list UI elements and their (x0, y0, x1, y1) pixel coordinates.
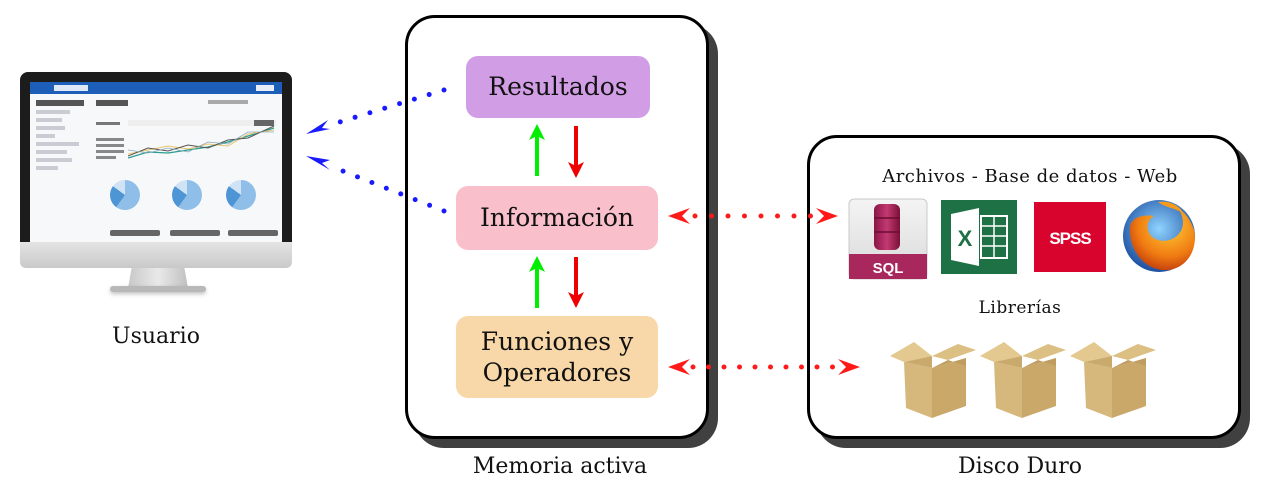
svg-text:SPSS: SPSS (1049, 229, 1091, 248)
dashboard-sidebar (36, 100, 84, 200)
firefox-icon (1123, 200, 1195, 272)
node-funciones-operadores: Funciones y Operadores (456, 316, 658, 398)
node-informacion: Información (456, 186, 658, 250)
disk-label: Disco Duro (957, 454, 1083, 479)
dashboard-pie-chart (172, 180, 202, 210)
memory-label: Memoria activa (472, 454, 648, 479)
node-funciones-label-line1: Funciones y (480, 326, 634, 356)
dashboard-topbar (30, 82, 282, 94)
node-informacion-label: Información (480, 203, 634, 233)
libraries-heading: Librerías (978, 298, 1062, 318)
svg-text:SQL: SQL (873, 260, 904, 277)
sources-heading: Archivos - Base de datos - Web (882, 166, 1178, 187)
cardboard-box-icon (890, 342, 976, 418)
dashboard-search (54, 85, 88, 91)
excel-icon: X (941, 200, 1017, 274)
dashboard-line-chart (128, 120, 276, 159)
user-monitor-icon (20, 72, 292, 298)
svg-text:X: X (958, 226, 973, 251)
cardboard-box-icon (1070, 342, 1156, 418)
node-funciones-label-line2: Operadores (482, 358, 632, 387)
dashboard-pie-chart (226, 180, 256, 210)
node-resultados: Resultados (466, 56, 650, 118)
node-resultados-label: Resultados (488, 72, 628, 102)
dashboard-title (96, 100, 128, 106)
monitor-chin (20, 242, 292, 268)
cardboard-box-icon (980, 342, 1066, 418)
dashboard-pie-chart (110, 180, 140, 210)
monitor-stand (128, 268, 188, 288)
sql-database-icon: SQL (848, 198, 928, 280)
user-label: Usuario (112, 324, 200, 349)
monitor-screen-dashboard (30, 82, 282, 242)
spss-icon: SPSS (1034, 202, 1106, 272)
dashboard-button (256, 85, 274, 91)
monitor-bezel (20, 72, 292, 242)
monitor-foot (110, 286, 206, 292)
